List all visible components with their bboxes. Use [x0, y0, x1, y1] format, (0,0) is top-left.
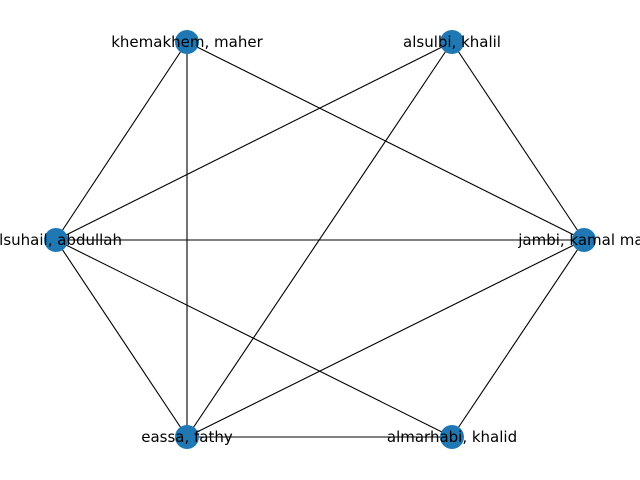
node-eassa — [175, 425, 199, 449]
node-alsulbi — [440, 30, 464, 54]
node-label-alsulbi: alsulbi, khalil — [403, 33, 501, 51]
node-label-alsuhail: alsuhail, abdullah — [0, 231, 122, 249]
nodes-layer — [44, 30, 596, 449]
edge-jambi-eassa — [186, 239, 585, 438]
node-jambi — [572, 228, 596, 252]
edge-alsuhail-eassa — [55, 239, 188, 438]
node-khemakhem — [175, 30, 199, 54]
edge-alsulbi-alsuhail — [55, 41, 453, 241]
node-alsuhail — [44, 228, 68, 252]
edge-jambi-almarhabi — [451, 239, 585, 438]
node-label-almarhabi: almarhabi, khalid — [387, 428, 517, 446]
edge-khemakhem-alsuhail — [55, 41, 188, 241]
node-label-eassa: eassa, fathy — [141, 428, 233, 446]
node-label-jambi: jambi, kamal mar — [517, 231, 640, 249]
labels-layer: khemakhem, maher alsulbi, khalil alsuhail,… — [0, 33, 640, 446]
node-almarhabi — [440, 425, 464, 449]
node-label-khemakhem: khemakhem, maher — [111, 33, 263, 51]
edges-layer — [55, 41, 585, 438]
edge-alsulbi-jambi — [451, 41, 585, 241]
edge-alsuhail-almarhabi — [55, 239, 453, 438]
